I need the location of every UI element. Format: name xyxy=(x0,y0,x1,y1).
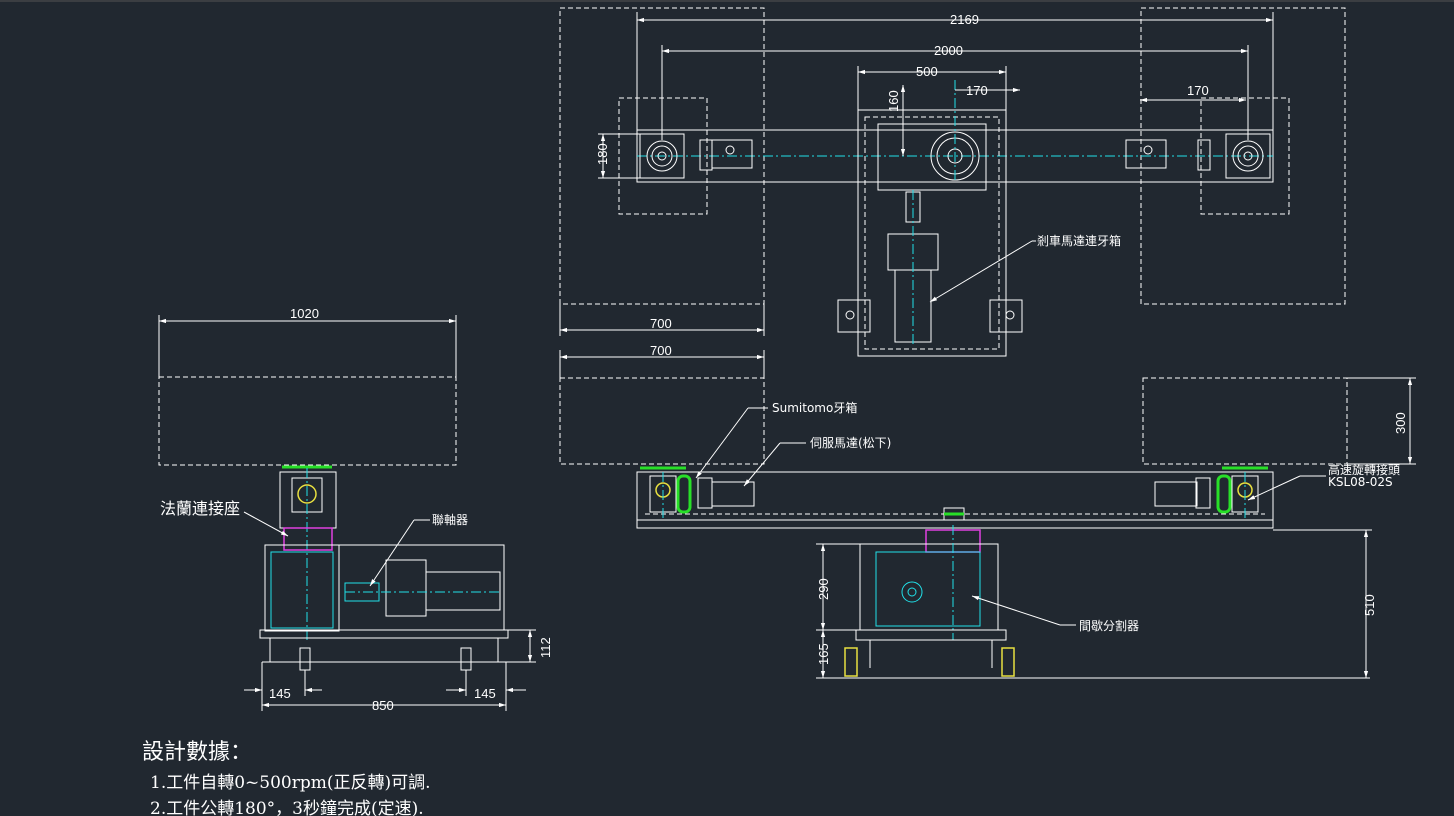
dim-offset-h: 170 xyxy=(966,83,988,98)
dim-side-base: 850 xyxy=(372,698,394,713)
dim-offset-v: 160 xyxy=(886,90,901,112)
label-flange-seat: 法蘭連接座 xyxy=(160,499,240,518)
dim-span: 2000 xyxy=(934,43,963,58)
dim-frame: 500 xyxy=(916,64,938,79)
dim-front-base2: 165 xyxy=(816,643,831,665)
flange-seat xyxy=(279,471,337,529)
central-frame xyxy=(857,109,1007,357)
label-rotary-joint-model: KSL08-02S xyxy=(1328,475,1393,489)
side-work-envelope xyxy=(158,376,457,466)
side-view: 1020 850 145 145 xyxy=(158,306,553,713)
servo-motor-front xyxy=(711,481,755,507)
right-work-envelope xyxy=(1140,7,1346,305)
notes-line-2: 2.工件公轉180°，3秒鐘完成(定速). xyxy=(150,799,424,816)
front-right-envelope xyxy=(1142,377,1348,465)
dim-side-h: 112 xyxy=(538,637,553,658)
label-coupling: 聯軸器 xyxy=(432,513,468,527)
design-notes: 設計數據： 1.工件自轉0~500rpm(正反轉)可調. 2.工件公轉180°，… xyxy=(142,740,431,816)
plan-view: 2169 2000 500 170 160 180 170 700 剎車馬達連牙… xyxy=(559,7,1346,357)
label-brake-motor-gearbox: 剎車馬達連牙箱 xyxy=(1037,233,1121,248)
left-fixture-envelope xyxy=(618,97,708,215)
front-view: 700 300 xyxy=(559,343,1416,679)
dim-side-offset-r: 145 xyxy=(474,686,496,701)
coupling-gearbox xyxy=(385,559,427,617)
dim-work-area: 700 xyxy=(650,316,672,331)
dim-side-width: 1020 xyxy=(290,306,319,321)
dim-side-offset-l: 145 xyxy=(269,686,291,701)
label-rotary-joint: 高速旋轉接頭 xyxy=(1328,462,1400,477)
dim-front-height: 300 xyxy=(1393,412,1408,434)
label-sumitomo-gearbox: Sumitomo牙箱 xyxy=(772,400,857,415)
label-servo-motor: 伺服馬達(松下) xyxy=(810,436,891,450)
front-left-envelope xyxy=(559,377,765,465)
side-motor-housing xyxy=(338,544,505,631)
dim-left-h: 180 xyxy=(595,143,610,165)
label-indexer: 間歇分割器 xyxy=(1079,618,1139,633)
front-beam xyxy=(636,471,1274,529)
dim-overall: 2169 xyxy=(950,12,979,27)
dim-right-170: 170 xyxy=(1187,83,1209,98)
dim-front-work: 700 xyxy=(650,343,672,358)
dim-front-total: 510 xyxy=(1362,594,1377,616)
notes-line-1: 1.工件自轉0~500rpm(正反轉)可調. xyxy=(150,773,431,793)
notes-heading: 設計數據： xyxy=(142,740,252,765)
dim-front-base1: 290 xyxy=(816,578,831,600)
indexer-housing xyxy=(859,543,999,631)
